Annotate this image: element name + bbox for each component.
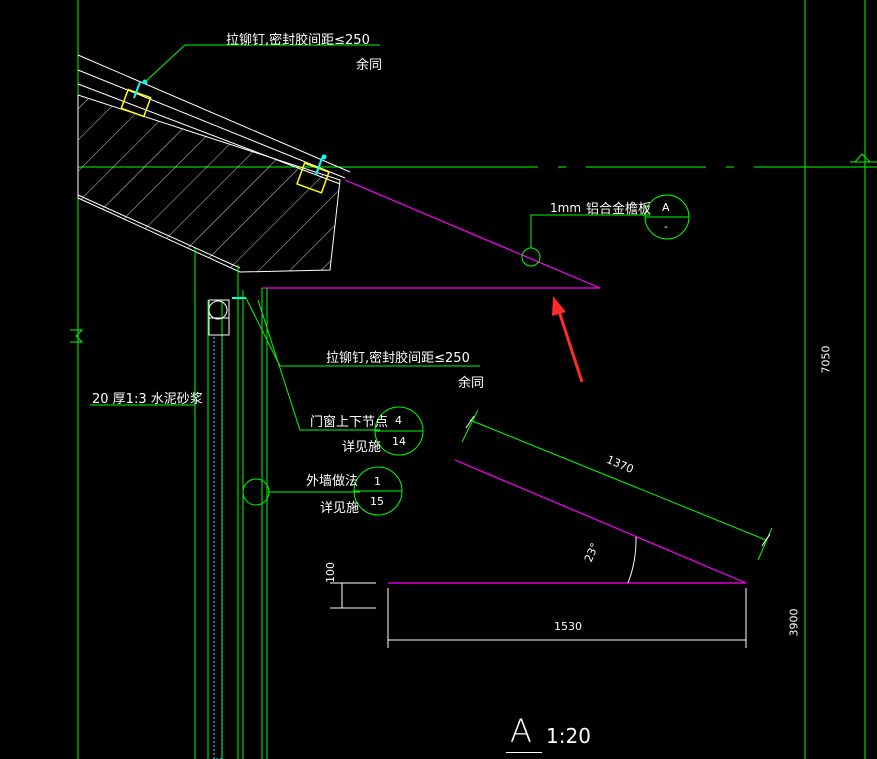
break-mark-icon xyxy=(70,329,84,343)
leader-rivet-mid xyxy=(245,297,480,367)
rivet-top-icon xyxy=(133,81,141,99)
label-window-node-detail: 详见施 xyxy=(342,440,382,455)
level-mark-icon xyxy=(853,153,872,163)
dim-right-upper: 7050 xyxy=(819,345,833,374)
roof-layers xyxy=(77,54,351,269)
eave-board-slope xyxy=(344,179,601,289)
dim-height-value: 100 xyxy=(324,562,337,583)
bracket-top xyxy=(120,88,152,118)
label-wall-method-ref-bottom: 15 xyxy=(370,495,384,508)
label-window-node-ref-bottom: 14 xyxy=(392,435,406,448)
label-wall-method: 外墙做法 xyxy=(306,474,359,489)
dim-height xyxy=(330,582,376,609)
dim-base-value: 1530 xyxy=(554,620,582,633)
detail-title-scale: 1:20 xyxy=(546,724,591,748)
eave-board-marker xyxy=(521,247,541,267)
label-window-node-ref-top: 4 xyxy=(395,414,402,427)
label-eave-material: 铝合金檐板 xyxy=(586,202,652,217)
wall-lines xyxy=(194,248,268,759)
label-window-node: 门窗上下节点 xyxy=(310,415,389,430)
wall-method-marker xyxy=(242,478,270,506)
label-eave-ref-top: A xyxy=(662,201,670,214)
detail-title-underline xyxy=(506,752,542,753)
dim-right-lower: 3900 xyxy=(787,608,801,637)
label-rivet-top-1: 拉铆钉,密封胶间距≤250 xyxy=(226,33,370,48)
label-eave-ref-bottom: - xyxy=(664,220,668,233)
label-wall-method-detail: 详见施 xyxy=(320,501,360,516)
roof-slab xyxy=(77,94,341,273)
leader-rivet-top xyxy=(144,44,380,83)
label-rivet-top-2: 余同 xyxy=(356,58,383,73)
triangle-slope xyxy=(454,459,747,584)
window-head xyxy=(208,299,230,336)
label-mortar: 20 厚1:3 水泥砂浆 xyxy=(92,392,203,407)
label-wall-method-ref-top: 1 xyxy=(374,475,381,488)
window-glass xyxy=(213,334,223,759)
rivet-bottom-icon xyxy=(315,157,323,176)
label-eave-thickness: 1mm xyxy=(550,201,582,215)
label-rivet-mid-2: 余同 xyxy=(458,376,485,391)
bracket-bottom xyxy=(296,162,330,194)
red-arrow-icon xyxy=(552,296,584,383)
leader-eave-board xyxy=(530,214,650,248)
dim-base xyxy=(387,588,747,648)
detail-title-letter: A xyxy=(510,712,532,750)
label-rivet-mid-1: 拉铆钉,密封胶间距≤250 xyxy=(326,351,470,366)
angle-arc xyxy=(627,536,637,584)
leader-window-node xyxy=(257,299,380,431)
dim-slope xyxy=(461,409,773,561)
